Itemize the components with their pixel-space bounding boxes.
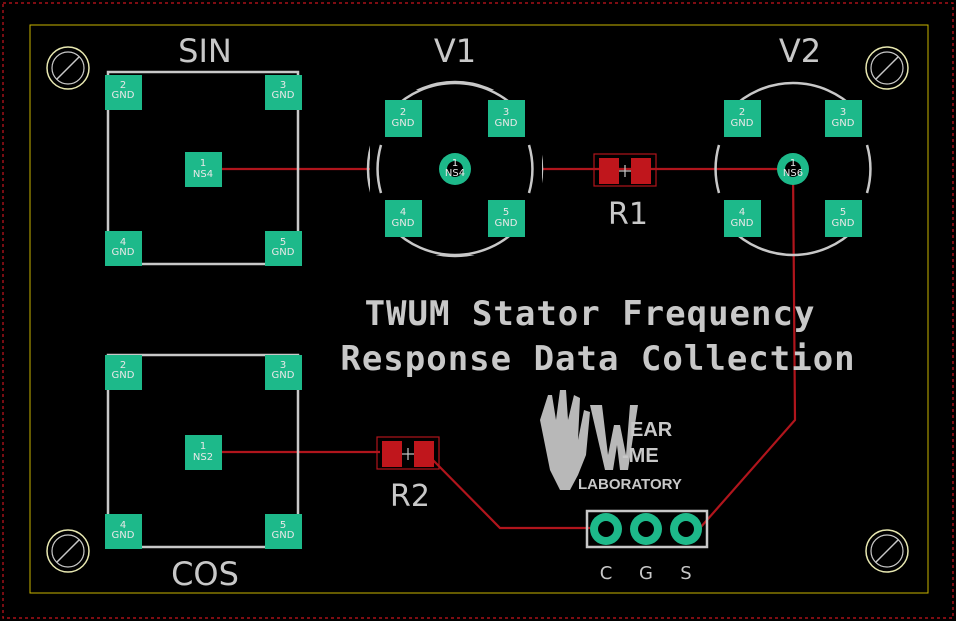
- v1-pad-3-number: 3: [503, 107, 509, 118]
- v1-pad-4: [385, 200, 422, 237]
- v1-pad-3-net: GND: [495, 118, 518, 129]
- cos-pad-4: [105, 514, 142, 549]
- r1-label: R1: [608, 197, 648, 232]
- sin-pad-3: [265, 75, 302, 110]
- wear-me-logo: EAR -ME LABORATORY: [540, 390, 682, 493]
- cos-pad-4-number: 4: [120, 520, 126, 531]
- v2-pad-1-number: 1: [790, 158, 796, 169]
- sin-pad-5-number: 5: [280, 237, 286, 248]
- v2-pad-5: [825, 200, 862, 237]
- cos-pad-2-number: 2: [120, 360, 126, 371]
- board-edge: [29, 24, 929, 594]
- sin-pad-2-net: GND: [112, 90, 135, 101]
- v2-pad-3: [825, 100, 862, 137]
- v1-pad-5-number: 5: [503, 207, 509, 218]
- cos-pad-4-net: GND: [112, 530, 135, 541]
- v1-pad-5-net: GND: [495, 218, 518, 229]
- cos-pad-3-net: GND: [272, 370, 295, 381]
- sin-pad-2: [105, 75, 142, 110]
- cos-pad-1-number: 1: [200, 441, 206, 452]
- v1-pad-2: [385, 100, 422, 137]
- cos-pad-5-net: GND: [272, 530, 295, 541]
- cos-label: COS: [171, 555, 239, 593]
- sin-pad-4-number: 4: [120, 237, 126, 248]
- v1-label: V1: [434, 32, 476, 70]
- v1-pad-2-net: GND: [392, 118, 415, 129]
- cos-pad-1-net: NS2: [193, 452, 213, 463]
- mounting-hole-bottom-right: [865, 529, 909, 573]
- v1-pad-1-net: NS4: [445, 168, 465, 179]
- sin-pad-3-net: GND: [272, 90, 295, 101]
- v1-pad-4-number: 4: [400, 207, 406, 218]
- v2-pad-1-net: NS6: [783, 168, 803, 179]
- sin-pad-2-number: 2: [120, 80, 126, 91]
- sin-pad-3-number: 3: [280, 80, 286, 91]
- v1-footprint: 2 GND 3 GND 1 NS4 4 GND 5 GND V1: [366, 32, 544, 258]
- logo-line2: -ME: [622, 445, 659, 467]
- v1-pad-1-number: 1: [452, 158, 458, 169]
- header-label-c: C: [600, 563, 613, 584]
- sin-pad-4: [105, 231, 142, 266]
- logo-line1: EAR: [630, 419, 673, 441]
- cos-pad-3: [265, 355, 302, 390]
- v2-pad-4-number: 4: [739, 207, 745, 218]
- v2-pad-5-number: 5: [840, 207, 846, 218]
- v2-pad-4: [724, 200, 761, 237]
- logo-line3: LABORATORY: [578, 476, 682, 493]
- r1-resistor: R1: [593, 153, 657, 232]
- sin-label: SIN: [178, 32, 232, 70]
- sin-pad-1-number: 1: [200, 158, 206, 169]
- sin-pad-1: [185, 152, 222, 187]
- v2-pad-2: [724, 100, 761, 137]
- cos-pad-3-number: 3: [280, 360, 286, 371]
- v1-pad-2-number: 2: [400, 107, 406, 118]
- v1-pad-5: [488, 200, 525, 237]
- header-label-g: G: [639, 563, 653, 584]
- mounting-hole-top-right: [865, 46, 909, 90]
- board-title-line1: TWUM Stator Frequency: [365, 294, 816, 334]
- hand-icon: [540, 390, 590, 490]
- v2-pad-2-net: GND: [731, 118, 754, 129]
- cos-pad-5-number: 5: [280, 520, 286, 531]
- v1-pad-3: [488, 100, 525, 137]
- v2-pad-4-net: GND: [731, 218, 754, 229]
- cos-pad-1: [185, 435, 222, 470]
- header-cgs: C G S: [585, 509, 709, 584]
- mounting-hole-bottom-left: [46, 529, 90, 573]
- v2-footprint: 2 GND 3 GND 1 NS6 4 GND 5 GND V2: [714, 32, 872, 257]
- v2-pad-5-net: GND: [832, 218, 855, 229]
- mounting-hole-top-left: [46, 46, 90, 90]
- logo-w-mark: [590, 405, 638, 470]
- sin-pad-5: [265, 231, 302, 266]
- sin-pad-1-net: NS4: [193, 169, 213, 180]
- v2-pad-3-net: GND: [832, 118, 855, 129]
- v1-pad-4-net: GND: [392, 218, 415, 229]
- cos-pad-2: [105, 355, 142, 390]
- v2-pad-2-number: 2: [739, 107, 745, 118]
- sin-footprint: 2 GND 3 GND 1 NS4 4 GND 5 GND SIN: [105, 32, 302, 266]
- cos-pad-2-net: GND: [112, 370, 135, 381]
- cos-pad-5: [265, 514, 302, 549]
- r2-label: R2: [390, 479, 430, 514]
- trace-v2-header: [699, 168, 797, 529]
- sin-pad-5-net: GND: [272, 247, 295, 258]
- r2-resistor: R2: [376, 436, 440, 514]
- trace-r2-header: [424, 451, 600, 530]
- header-label-s: S: [680, 563, 691, 584]
- cos-footprint: 2 GND 3 GND 1 NS2 4 GND 5 GND COS: [105, 353, 302, 593]
- sin-pad-4-net: GND: [112, 247, 135, 258]
- v2-pad-3-number: 3: [840, 107, 846, 118]
- board-title-line2: Response Data Collection: [340, 339, 855, 379]
- v2-label: V2: [779, 32, 821, 70]
